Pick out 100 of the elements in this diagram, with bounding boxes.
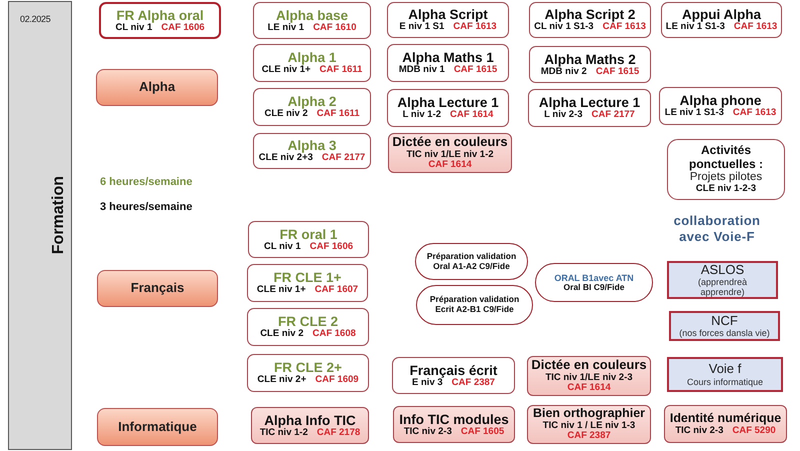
hours-note: 6 heures/semaine <box>100 176 192 190</box>
partner-box <box>669 311 780 341</box>
level-code: LE niv 1 S1-3 <box>664 108 724 119</box>
partner-box <box>667 261 778 299</box>
level-code: TIC niv 1/LE niv 1-2 <box>406 150 494 160</box>
course-title: FR CLE 2 <box>278 314 338 330</box>
activity-box <box>667 139 785 200</box>
course-title: FR CLE 1+ <box>274 270 342 286</box>
level-code: CLE niv 2+3 <box>258 153 313 164</box>
course-box <box>247 264 368 302</box>
level-code: Oral BI C9/Fide <box>564 282 624 292</box>
course-box <box>528 89 651 127</box>
side-panel <box>8 1 72 450</box>
course-title: Alpha 1 <box>288 50 336 66</box>
course-box <box>661 2 782 38</box>
partner-subtitle: (apprendreà apprendre) <box>696 277 748 298</box>
level-code: TIC niv 2-3 <box>404 426 452 438</box>
activity-subtitle: Projets pilotes <box>690 171 762 184</box>
course-title: Alpha Lecture 1 <box>538 95 640 110</box>
course-title: Alpha phone <box>680 93 762 108</box>
level-code: Ecrit A2-B1 C9/Fide <box>435 305 514 315</box>
level-code: LE niv 1 S1-3 <box>666 22 725 33</box>
course-pill <box>415 243 528 280</box>
course-title: Dictée en couleurs <box>392 135 508 150</box>
partner-subtitle: (nos forces dansla vie) <box>679 328 770 338</box>
level-code: CL niv 1 <box>115 22 152 34</box>
caf-code: CAF 1615 <box>454 65 498 76</box>
course-box <box>393 406 515 443</box>
category-label: Alpha <box>138 80 176 95</box>
level-code: CL niv 1 S1-3 <box>534 22 594 33</box>
course-box <box>253 133 371 169</box>
partner-title: NCF <box>711 314 738 328</box>
course-box <box>387 2 509 38</box>
caf-code: CAF 1614 <box>428 160 472 171</box>
course-box <box>253 44 371 82</box>
caf-code: CAF 1614 <box>567 383 611 394</box>
level-code: CLE niv 1-2-3 <box>696 184 756 195</box>
course-box <box>253 88 371 126</box>
caf-code: CAF 1613 <box>734 22 778 33</box>
course-title: Alpha 3 <box>288 138 336 154</box>
level-code: TIC niv 1-2 <box>260 428 308 438</box>
course-box <box>392 357 515 394</box>
course-pill <box>535 263 653 302</box>
level-code: E niv 3 <box>412 378 443 388</box>
course-box <box>388 133 512 173</box>
category-label: Français <box>130 281 184 296</box>
course-box <box>527 405 651 444</box>
caf-code: CAF 2387 <box>567 431 611 442</box>
caf-code: CAF 1613 <box>602 22 646 33</box>
caf-code: CAF 1613 <box>732 108 776 119</box>
course-box <box>248 221 369 258</box>
course-box <box>529 2 651 38</box>
caf-code: CAF 2177 <box>592 110 635 121</box>
course-title: Alpha Maths 2 <box>544 52 636 67</box>
caf-code: CAF 1609 <box>315 375 359 386</box>
caf-code: CAF 1608 <box>312 329 356 340</box>
level-code: TIC niv 2-3 <box>675 426 724 436</box>
caf-code: CAF 1610 <box>313 22 356 34</box>
course-title: Préparation validation <box>430 295 520 305</box>
course-box <box>247 354 369 392</box>
caf-code: CAF 1605 <box>460 426 504 438</box>
caf-code: CAF 1606 <box>310 242 354 252</box>
course-title: Info TIC modules <box>399 412 509 427</box>
caf-code: CAF 1613 <box>453 22 497 33</box>
caf-code: CAF 1614 <box>450 110 494 121</box>
course-title: ORAL B1avec ATN <box>554 272 634 283</box>
course-title: Préparation validation <box>426 252 516 262</box>
level-code: MDB niv 1 <box>398 65 445 76</box>
partner-title: ASLOS <box>700 262 744 278</box>
course-title: Alpha Script <box>408 7 488 22</box>
course-box <box>247 308 369 346</box>
caf-code: CAF 1606 <box>161 22 205 34</box>
course-box <box>387 89 509 127</box>
level-code: TIC niv 1/LE niv 2-3 <box>545 372 633 383</box>
course-box <box>664 405 787 443</box>
course-title: Alpha Info TIC <box>264 412 356 428</box>
course-title: Alpha Lecture 1 <box>397 95 499 110</box>
level-code: L niv 2-3 <box>544 110 583 121</box>
course-box <box>529 46 651 83</box>
course-title: Alpha 2 <box>288 94 336 110</box>
course-box <box>659 87 782 125</box>
course-title: Appui Alpha <box>682 7 761 22</box>
partner-subtitle: Cours informatique <box>686 376 764 387</box>
partner-box <box>667 357 783 392</box>
activity-title: Activités ponctuelles : <box>688 144 764 172</box>
category-box <box>97 270 218 307</box>
caf-code: CAF 5290 <box>732 426 776 436</box>
caf-code: CAF 1607 <box>314 285 358 296</box>
course-title: Alpha Script 2 <box>544 7 636 22</box>
course-title: Alpha Maths 1 <box>402 50 494 66</box>
level-code: CLE niv 2 <box>264 109 308 120</box>
course-title: FR Alpha oral <box>116 8 204 23</box>
partner-title: Voie f <box>708 362 742 377</box>
course-title: FR oral 1 <box>280 226 338 242</box>
course-box <box>387 44 509 82</box>
level-code: Oral A1-A2 C9/Fide <box>433 262 510 272</box>
level-code: MDB niv 2 <box>540 66 587 78</box>
level-code: CL niv 1 <box>264 242 301 252</box>
course-box <box>251 407 369 444</box>
level-code: TIC niv 1 / LE niv 1-3 <box>542 420 636 431</box>
